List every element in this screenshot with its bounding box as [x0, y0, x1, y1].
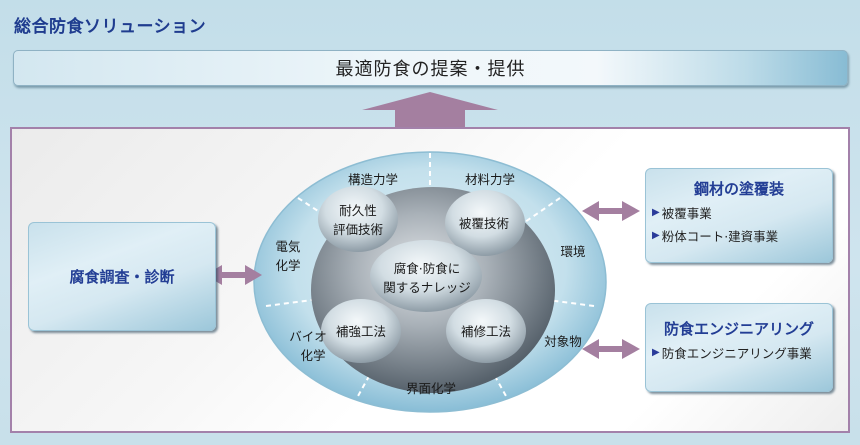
- list-item: ▶ 被覆事業: [652, 203, 832, 222]
- corrosion-survey-box: 腐食調査・診断: [28, 222, 216, 331]
- banner-text: 最適防食の提案・提供: [335, 59, 526, 80]
- label-material-mechanics: 材料力学: [465, 172, 515, 187]
- label-durability-line1: 耐久性: [339, 203, 377, 218]
- label-center-line1: 腐食·防食に: [394, 261, 460, 276]
- list-item-text: 被覆事業: [661, 206, 712, 221]
- label-coating-tech: 被覆技術: [459, 216, 509, 231]
- double-arrow-icon-left: [205, 265, 262, 285]
- page-title: 総合防食ソリューション: [14, 17, 207, 37]
- label-bio-line1: バイオ: [289, 329, 327, 344]
- double-arrow-icon-right-top: [582, 201, 640, 221]
- corrosion-survey-label: 腐食調査・診断: [69, 268, 175, 286]
- label-interface-chemistry: 界面化学: [406, 381, 456, 396]
- label-electro-line1: 電気: [275, 239, 300, 254]
- label-structural-mechanics: 構造力学: [348, 172, 398, 187]
- sphere-reinforcement: [321, 299, 401, 363]
- label-reinforcement: 補強工法: [336, 324, 386, 339]
- proposal-banner: 最適防食の提案・提供: [13, 50, 848, 86]
- double-arrow-icon-right-bottom: [582, 339, 640, 359]
- label-center-line2: 関するナレッジ: [383, 280, 471, 295]
- triangle-bullet-icon: ▶: [652, 207, 660, 218]
- steel-coating-heading: 鋼材の塗覆装: [693, 180, 784, 198]
- list-item-text: 粉体コート·建資事業: [661, 229, 779, 244]
- list-item-text: 防食エンジニアリング事業: [661, 346, 812, 361]
- label-electro-line2: 化学: [275, 258, 300, 273]
- label-target-object: 対象物: [544, 334, 582, 349]
- corrosion-engineering-heading: 防食エンジニアリング: [663, 320, 814, 338]
- up-arrow-icon: [362, 92, 498, 130]
- list-item: ▶ 防食エンジニアリング事業: [652, 343, 832, 362]
- triangle-bullet-icon: ▶: [652, 230, 660, 241]
- triangle-bullet-icon: ▶: [652, 347, 660, 358]
- sphere-durability: [318, 186, 398, 252]
- list-item: ▶ 粉体コート·建資事業: [652, 226, 832, 245]
- sphere-center: [370, 240, 482, 312]
- double-arrows: [205, 201, 640, 359]
- sphere-coating-tech: [445, 190, 525, 256]
- label-bio-line2: 化学: [300, 348, 325, 363]
- corrosion-engineering-box: 防食エンジニアリング ▶ 防食エンジニアリング事業: [645, 303, 833, 392]
- steel-coating-box: 鋼材の塗覆装 ▶ 被覆事業 ▶ 粉体コート·建資事業: [645, 168, 833, 263]
- label-durability-line2: 評価技術: [333, 222, 383, 237]
- sphere-repair: [446, 299, 526, 363]
- label-repair: 補修工法: [461, 324, 511, 339]
- label-environment: 環境: [560, 244, 585, 259]
